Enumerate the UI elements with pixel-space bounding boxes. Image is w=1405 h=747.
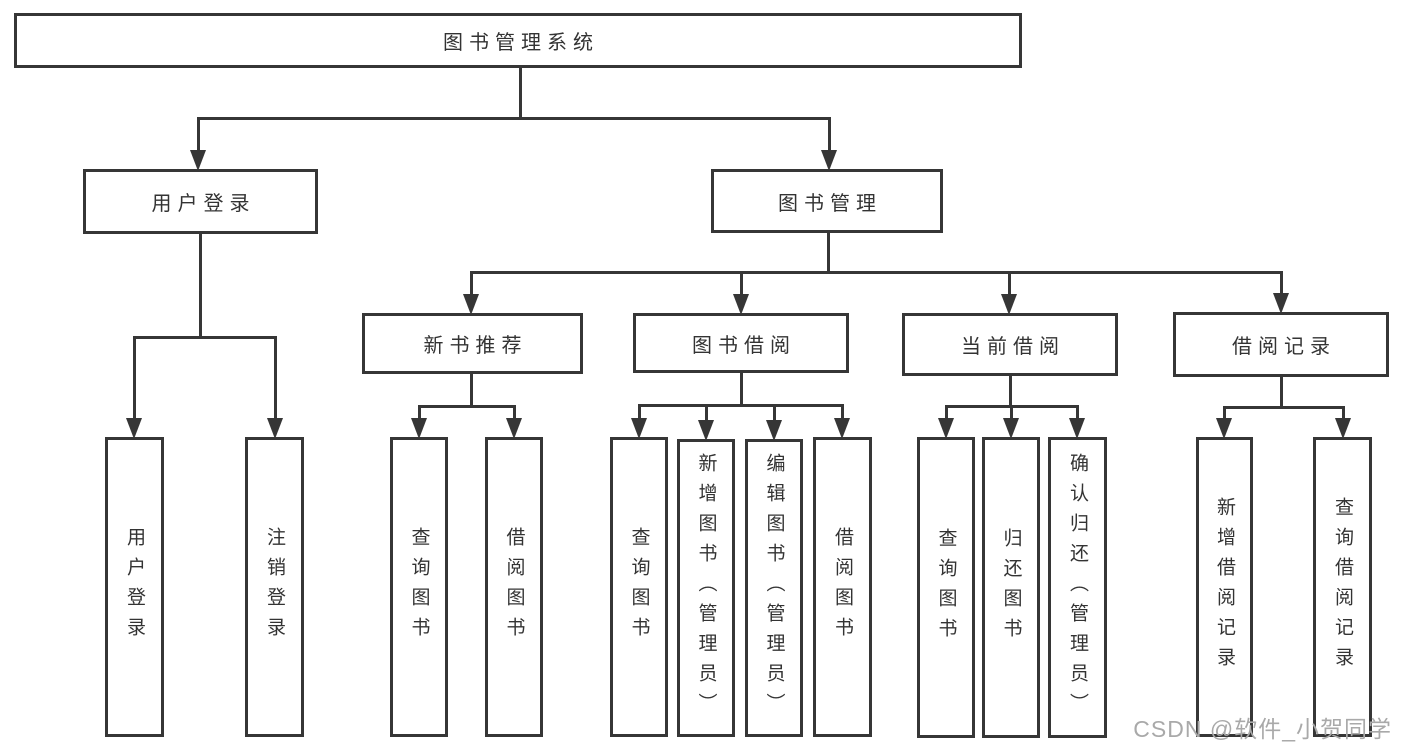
book-management-fork-bar — [469, 271, 1283, 274]
node-leaf-cb-return-book-label: 归还图书 — [1000, 527, 1022, 648]
user-login-fork-stem — [198, 234, 202, 339]
node-leaf-user-login-label: 用户登录 — [124, 527, 145, 647]
current-borrowing-fork-drop-line — [944, 405, 948, 420]
csdn-watermark: CSDN @软件_小贺同学 — [1133, 716, 1392, 742]
book-management-fork-stem — [826, 233, 830, 274]
root-fork-bar — [196, 117, 831, 120]
user-login-fork-bar — [132, 336, 277, 339]
node-leaf-cb-query-book: 查询图书 — [917, 437, 975, 738]
borrowing-records-fork-drop-line — [1222, 406, 1226, 420]
root-fork-drop-0-arrowhead — [190, 150, 206, 171]
node-leaf-bb-query-book-label: 查询图书 — [628, 527, 650, 647]
current-borrowing-fork-drop-line — [1009, 405, 1013, 420]
borrowing-records-fork-stem — [1279, 377, 1283, 409]
node-borrowing-records-label: 借阅记录 — [1232, 336, 1336, 358]
current-borrowing-fork-drop-2-arrowhead — [1069, 418, 1085, 439]
node-leaf-br-query-record: 查询借阅记录 — [1313, 437, 1372, 737]
user-login-fork-drop-line — [132, 336, 136, 420]
root-fork-drop-line — [827, 117, 831, 152]
root-fork-drop-1-arrowhead — [821, 150, 837, 171]
node-current-borrowing-label: 当前借阅 — [961, 336, 1065, 358]
new-book-recommend-fork-drop-line — [512, 405, 516, 420]
user-login-fork-drop-line — [273, 336, 277, 420]
book-borrowing-fork-drop-line — [772, 404, 776, 422]
node-user-login: 用户登录 — [83, 169, 318, 234]
node-leaf-cb-query-book-label: 查询图书 — [935, 527, 957, 648]
node-leaf-rec-query-book-label: 查询图书 — [408, 527, 430, 647]
current-borrowing-fork-drop-line — [1075, 405, 1079, 420]
node-leaf-br-add-record-label: 新增借阅记录 — [1214, 497, 1235, 677]
node-leaf-cb-confirm-return-label: 确认归还（管理员） — [1067, 452, 1088, 723]
current-borrowing-fork-stem — [1008, 376, 1012, 408]
node-new-book-recommend: 新书推荐 — [362, 313, 583, 374]
node-leaf-bb-add-book-label: 新增图书（管理员） — [695, 453, 717, 723]
node-leaf-bb-borrow-book: 借阅图书 — [813, 437, 872, 737]
node-leaf-bb-borrow-book-label: 借阅图书 — [832, 527, 853, 647]
node-new-book-recommend-label: 新书推荐 — [423, 335, 528, 357]
book-management-fork-drop-1-arrowhead — [733, 294, 749, 315]
book-management-fork-drop-0-arrowhead — [463, 294, 479, 315]
new-book-recommend-fork-stem — [469, 374, 473, 408]
node-root: 图书管理系统 — [14, 13, 1022, 68]
new-book-recommend-fork-drop-line — [417, 405, 421, 420]
node-leaf-br-query-record-label: 查询借阅记录 — [1332, 497, 1353, 677]
node-leaf-bb-query-book: 查询图书 — [610, 437, 668, 737]
user-login-fork-drop-1-arrowhead — [267, 418, 283, 439]
book-management-fork-drop-3-arrowhead — [1273, 293, 1289, 314]
borrowing-records-fork-drop-0-arrowhead — [1216, 418, 1232, 439]
node-book-borrowing: 图书借阅 — [633, 313, 849, 373]
book-borrowing-fork-drop-3-arrowhead — [834, 418, 850, 439]
book-borrowing-fork-drop-line — [840, 404, 844, 420]
book-borrowing-fork-drop-2-arrowhead — [766, 420, 782, 441]
book-borrowing-fork-stem — [739, 373, 743, 407]
borrowing-records-fork-drop-1-arrowhead — [1335, 418, 1351, 439]
book-borrowing-fork-bar — [637, 404, 844, 407]
book-borrowing-fork-drop-1-arrowhead — [698, 420, 714, 441]
node-leaf-rec-query-book: 查询图书 — [390, 437, 448, 737]
node-leaf-bb-add-book: 新增图书（管理员） — [677, 439, 735, 737]
node-leaf-rec-borrow-book-label: 借阅图书 — [503, 527, 525, 647]
node-leaf-cb-return-book: 归还图书 — [982, 437, 1040, 738]
node-book-management: 图书管理 — [711, 169, 943, 233]
node-leaf-bb-edit-book-label: 编辑图书（管理员） — [763, 453, 785, 723]
node-user-login-label: 用户登录 — [151, 193, 256, 215]
borrowing-records-fork-bar — [1222, 406, 1344, 409]
book-borrowing-fork-drop-line — [637, 404, 641, 420]
book-borrowing-fork-drop-line — [704, 404, 708, 422]
borrowing-records-fork-drop-line — [1341, 406, 1345, 420]
book-management-fork-drop-line — [1007, 271, 1011, 296]
root-fork-drop-line — [196, 117, 200, 152]
root-fork-stem — [518, 68, 522, 120]
node-root-label: 图书管理系统 — [443, 32, 599, 54]
book-management-fork-drop-2-arrowhead — [1001, 294, 1017, 315]
node-current-borrowing: 当前借阅 — [902, 313, 1118, 376]
current-borrowing-fork-drop-0-arrowhead — [938, 418, 954, 439]
node-leaf-logout-label: 注销登录 — [264, 527, 285, 647]
user-login-fork-drop-0-arrowhead — [126, 418, 142, 439]
book-management-fork-drop-line — [1279, 271, 1283, 295]
current-borrowing-fork-drop-1-arrowhead — [1003, 418, 1019, 439]
node-leaf-rec-borrow-book: 借阅图书 — [485, 437, 543, 737]
node-leaf-cb-confirm-return: 确认归还（管理员） — [1048, 437, 1107, 738]
node-book-borrowing-label: 图书借阅 — [692, 334, 796, 357]
new-book-recommend-fork-drop-1-arrowhead — [506, 418, 522, 439]
new-book-recommend-fork-bar — [417, 405, 516, 408]
new-book-recommend-fork-drop-0-arrowhead — [411, 418, 427, 439]
book-borrowing-fork-drop-0-arrowhead — [631, 418, 647, 439]
node-borrowing-records: 借阅记录 — [1173, 312, 1389, 377]
book-management-fork-drop-line — [469, 271, 473, 296]
node-book-management-label: 图书管理 — [778, 192, 882, 215]
node-leaf-br-add-record: 新增借阅记录 — [1196, 437, 1253, 737]
book-management-fork-drop-line — [739, 271, 743, 296]
node-leaf-bb-edit-book: 编辑图书（管理员） — [745, 439, 803, 737]
node-leaf-logout: 注销登录 — [245, 437, 304, 737]
node-leaf-user-login: 用户登录 — [105, 437, 164, 737]
